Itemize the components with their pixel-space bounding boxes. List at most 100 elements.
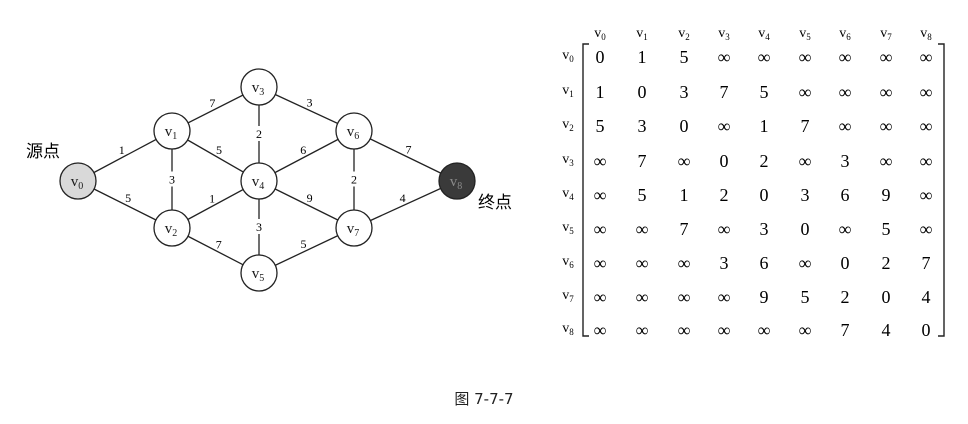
matrix-cell: ∞ — [880, 47, 893, 67]
matrix-cell: 0 — [760, 185, 769, 205]
vertex-label: v1 — [165, 124, 178, 142]
matrix-col-header: v1 — [636, 26, 648, 42]
matrix-cell: 7 — [638, 151, 647, 171]
edge-weight: 5 — [216, 143, 222, 157]
matrix-col-header: v7 — [880, 26, 892, 42]
vertex-label: v4 — [252, 174, 265, 192]
matrix-cell: 0 — [720, 151, 729, 171]
matrix-cell: 1 — [596, 82, 605, 102]
matrix-cell: ∞ — [920, 151, 933, 171]
vertex-label: v5 — [252, 266, 265, 284]
matrix-right-bracket — [938, 43, 945, 337]
edge-weight-backdrop — [254, 219, 264, 234]
vertex-v6: v6 — [335, 112, 373, 150]
vertex-label: v2 — [165, 221, 178, 239]
vertex-circle — [153, 209, 191, 247]
matrix-left-bracket — [582, 43, 589, 337]
matrix-cell: 9 — [882, 185, 891, 205]
matrix-cell: ∞ — [758, 47, 771, 67]
matrix-cell: ∞ — [718, 287, 731, 307]
matrix-row-header: v7 — [562, 288, 574, 304]
vertex-v4: v4 — [240, 162, 278, 200]
matrix-cell: ∞ — [799, 320, 812, 340]
edge-weight-backdrop — [349, 171, 359, 187]
edge-weight: 3 — [256, 220, 262, 234]
matrix-cell: 0 — [801, 219, 810, 239]
matrix-cell: ∞ — [636, 320, 649, 340]
matrix-cell: 5 — [596, 116, 605, 136]
matrix-cell: 7 — [720, 82, 729, 102]
vertex-label: v7 — [347, 221, 360, 239]
vertex-v0: v0 — [59, 162, 97, 200]
matrix-cell: ∞ — [718, 116, 731, 136]
vertex-v7: v7 — [335, 209, 373, 247]
vertex-label: v8 — [450, 174, 463, 192]
matrix-cell: ∞ — [678, 287, 691, 307]
matrix-cell: ∞ — [799, 253, 812, 273]
vertex-label: v0 — [71, 174, 84, 192]
vertex-circle — [335, 112, 373, 150]
vertex-circle — [240, 68, 278, 106]
edge-weight: 3 — [306, 96, 312, 110]
vertex-circle — [240, 254, 278, 292]
matrix-cell: 3 — [801, 185, 810, 205]
vertex-v8: v8 — [438, 162, 476, 200]
matrix-cell: ∞ — [920, 116, 933, 136]
edge-weight: 4 — [400, 191, 406, 205]
matrix-cell: ∞ — [636, 219, 649, 239]
edge-weight: 2 — [351, 173, 357, 187]
matrix-cell: 7 — [680, 219, 689, 239]
matrix-row-header: v6 — [562, 254, 574, 270]
matrix-cell: ∞ — [920, 219, 933, 239]
matrix-cell: 9 — [760, 287, 769, 307]
edge-weight-backdrop — [167, 171, 177, 187]
matrix-cell: 7 — [922, 253, 931, 273]
matrix-cell: ∞ — [594, 320, 607, 340]
matrix-cell: 2 — [841, 287, 850, 307]
matrix-cell: ∞ — [718, 320, 731, 340]
matrix-cell: ∞ — [594, 287, 607, 307]
matrix-col-header: v0 — [594, 26, 606, 42]
vertex-v5: v5 — [240, 254, 278, 292]
matrix-cell: 0 — [638, 82, 647, 102]
matrix-cell: 1 — [638, 47, 647, 67]
vertex-v1: v1 — [153, 112, 191, 150]
edge-weight: 1 — [119, 143, 125, 157]
vertex-v3: v3 — [240, 68, 278, 106]
matrix-cell: 1 — [760, 116, 769, 136]
matrix-col-header: v6 — [839, 26, 851, 42]
matrix-cell: 3 — [841, 151, 850, 171]
vertex-circle — [240, 162, 278, 200]
matrix-row-header: v2 — [562, 117, 574, 133]
matrix-cell: 4 — [922, 287, 931, 307]
matrix-col-header: v2 — [678, 26, 690, 42]
matrix-cell: ∞ — [636, 253, 649, 273]
matrix-cell: ∞ — [880, 82, 893, 102]
matrix-col-header: v4 — [758, 26, 770, 42]
matrix-cell: ∞ — [799, 47, 812, 67]
matrix-cell: 2 — [720, 185, 729, 205]
matrix-cell: 5 — [638, 185, 647, 205]
edge-weight: 7 — [216, 237, 222, 251]
matrix-cell: ∞ — [920, 47, 933, 67]
target-label: 终点 — [478, 193, 512, 213]
matrix-cell: ∞ — [839, 116, 852, 136]
edge-weight: 7 — [209, 96, 215, 110]
edge-weight: 5 — [301, 237, 307, 251]
matrix-cell: ∞ — [758, 320, 771, 340]
matrix-cell: ∞ — [594, 151, 607, 171]
matrix-cell: 3 — [638, 116, 647, 136]
edge-weight: 5 — [125, 191, 131, 205]
matrix-cell: 6 — [841, 185, 850, 205]
matrix-cell: ∞ — [839, 47, 852, 67]
matrix-cell: ∞ — [880, 151, 893, 171]
matrix-cell: 0 — [841, 253, 850, 273]
matrix-cell: ∞ — [678, 320, 691, 340]
matrix-cell: 2 — [760, 151, 769, 171]
matrix-row-header: v3 — [562, 152, 574, 168]
matrix-col-header: v3 — [718, 26, 730, 42]
matrix-cell: ∞ — [880, 116, 893, 136]
matrix-cell: 5 — [680, 47, 689, 67]
edge-v7-v8 — [353, 180, 458, 229]
